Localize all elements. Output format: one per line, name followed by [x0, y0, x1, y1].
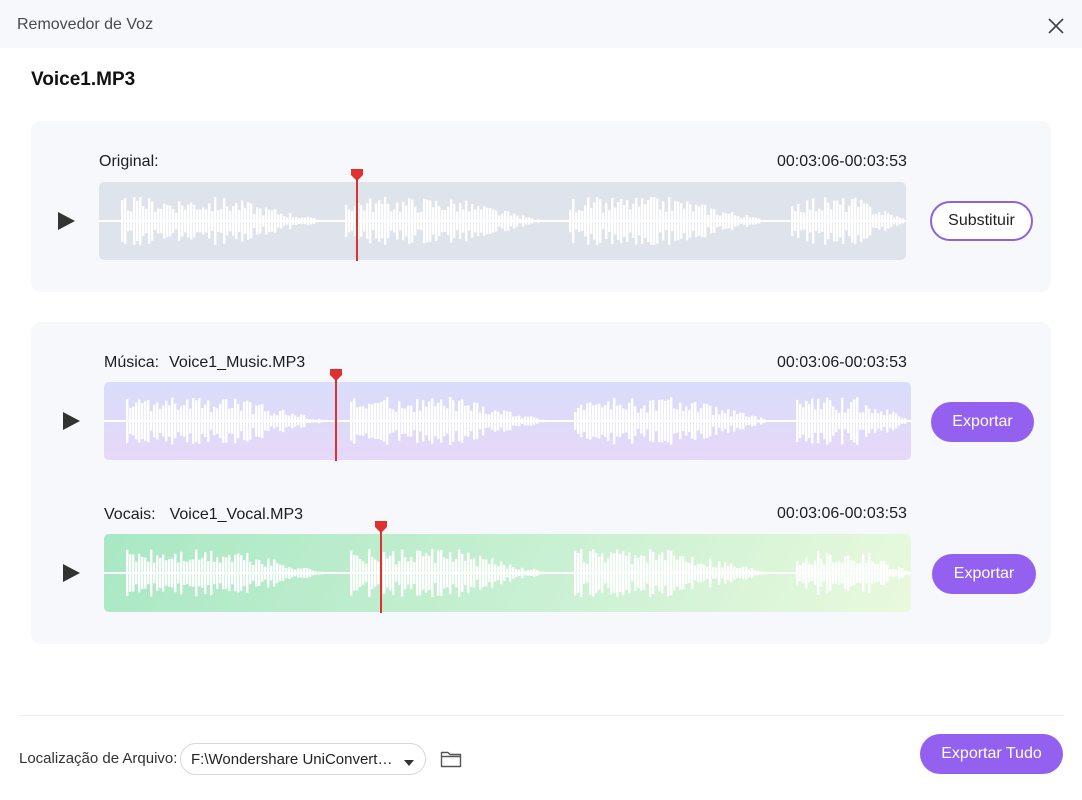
replace-button[interactable]: Substituir — [930, 201, 1033, 241]
original-label-text: Original: — [99, 153, 159, 170]
original-track: Original: 00:03:06-00:03:53 Substituir — [31, 121, 1051, 292]
play-icon[interactable] — [61, 563, 81, 583]
export-all-button[interactable]: Exportar Tudo — [920, 734, 1063, 774]
music-label: Música: Voice1_Music.MP3 — [104, 354, 305, 372]
close-icon[interactable] — [1046, 16, 1066, 36]
chevron-down-icon — [403, 755, 415, 766]
music-filename: Voice1_Music.MP3 — [169, 354, 306, 371]
file-location-value: F:\Wondershare UniConverte... — [191, 751, 396, 768]
play-icon[interactable] — [61, 411, 81, 431]
music-track: Música: Voice1_Music.MP3 00:03:06-00:03:5… — [31, 322, 1051, 482]
vocal-time-range: 00:03:06-00:03:53 — [777, 505, 907, 522]
separated-panel: Música: Voice1_Music.MP3 00:03:06-00:03:5… — [31, 322, 1051, 644]
vocal-label-text: Vocais: — [104, 506, 156, 523]
vocal-waveform[interactable] — [104, 534, 911, 612]
title-bar: Removedor de Voz — [0, 0, 1082, 48]
divider — [18, 715, 1064, 716]
vocal-label: Vocais: Voice1_Vocal.MP3 — [104, 506, 303, 524]
file-location-select[interactable]: F:\Wondershare UniConverte... — [180, 743, 426, 775]
vocal-track: Vocais: Voice1_Vocal.MP3 00:03:06-00:03:5… — [31, 474, 1051, 644]
window-title: Removedor de Voz — [17, 16, 154, 33]
play-icon[interactable] — [56, 211, 76, 231]
original-time-range: 00:03:06-00:03:53 — [777, 153, 907, 170]
vocal-filename: Voice1_Vocal.MP3 — [169, 506, 304, 523]
folder-icon[interactable] — [440, 749, 462, 769]
original-waveform[interactable] — [99, 182, 906, 260]
file-title: Voice1.MP3 — [31, 69, 136, 90]
music-time-range: 00:03:06-00:03:53 — [777, 354, 907, 371]
file-location-label: Localização de Arquivo: — [19, 750, 178, 767]
music-waveform[interactable] — [104, 382, 911, 460]
export-music-button[interactable]: Exportar — [931, 402, 1034, 442]
export-vocal-button[interactable]: Exportar — [932, 554, 1036, 594]
original-playhead[interactable] — [351, 169, 363, 261]
music-label-text: Música: — [104, 354, 160, 371]
original-label: Original: — [99, 153, 159, 171]
music-playhead[interactable] — [330, 369, 342, 461]
original-panel: Original: 00:03:06-00:03:53 Substituir — [31, 121, 1051, 292]
vocal-playhead[interactable] — [375, 521, 387, 613]
